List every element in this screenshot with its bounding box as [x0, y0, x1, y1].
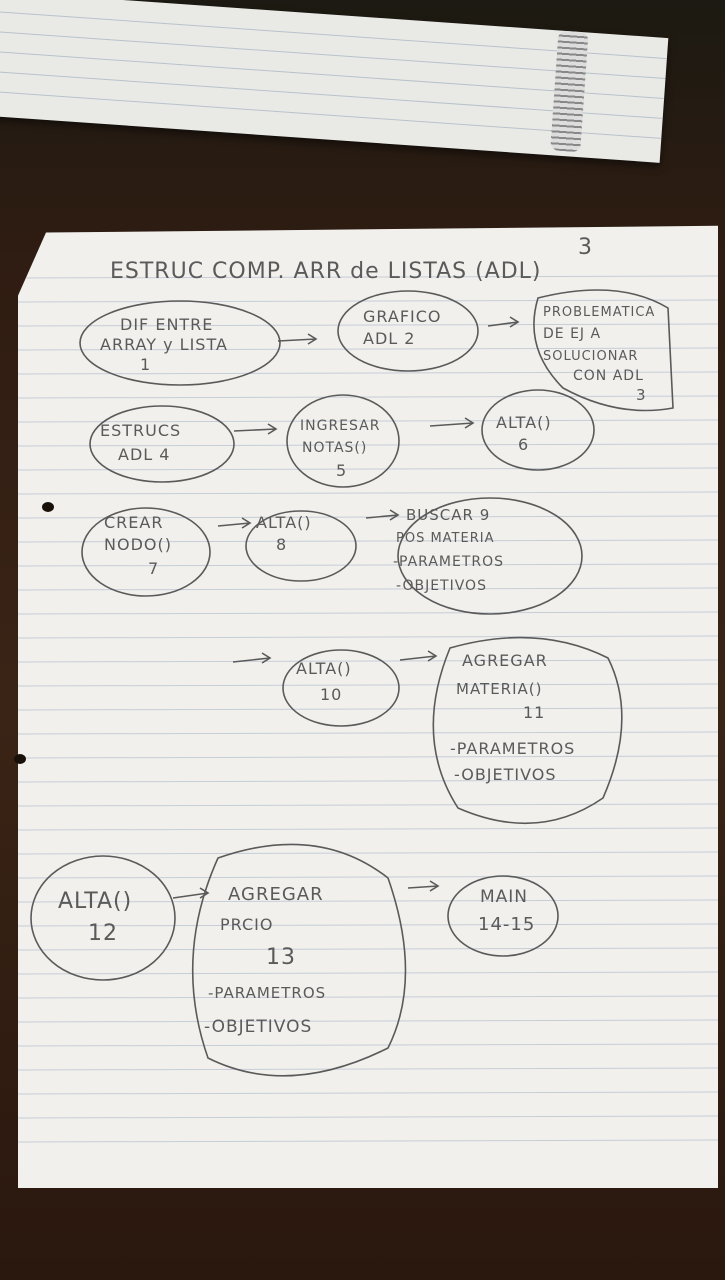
node-11-line-4: -PARAMETROS	[450, 739, 575, 758]
bubble-13	[191, 843, 407, 1077]
bubble-10	[282, 649, 400, 727]
node-6-line-2: 6	[518, 435, 529, 454]
bubble-3	[533, 289, 674, 412]
node-9-line-3: -PARAMETROS	[393, 554, 504, 570]
handwritten-mindmap: ESTRUC COMP. ARR de LISTAS (ADL) 3	[18, 235, 718, 1143]
node-8-line-1: ALTA()	[256, 513, 312, 532]
node-2-line-1: GRAFICO	[363, 307, 442, 326]
arrow-into-10	[232, 652, 272, 664]
node-7-line-3: 7	[148, 559, 159, 578]
node-5-line-1: INGRESAR	[300, 418, 380, 434]
arrow-7-8	[217, 517, 252, 529]
node-13-line-1: AGREGAR	[228, 884, 324, 905]
node-9-line-2: POS MATERIA	[396, 531, 494, 546]
node-13-line-5: -OBJETIVOS	[204, 1017, 312, 1037]
node-4-line-1: ESTRUCS	[100, 421, 181, 440]
punch-hole-lower	[14, 754, 26, 764]
arrow-4-5	[233, 423, 278, 435]
node-10-line-1: ALTA()	[296, 659, 352, 678]
node-12-line-2: 12	[88, 921, 118, 946]
node-7-line-1: CREAR	[104, 513, 163, 532]
node-3-line-3: SOLUCIONAR	[543, 349, 638, 364]
node-10-line-2: 10	[320, 685, 342, 704]
node-3-line-2: DE EJ A	[543, 326, 601, 342]
bubble-1	[79, 300, 281, 386]
node-1-line-2: ARRAY y LISTA	[100, 335, 228, 354]
notebook-spiral	[550, 30, 589, 153]
node-3-line-4: CON ADL	[573, 368, 644, 384]
bubble-11	[432, 636, 623, 825]
bubble-12	[30, 855, 176, 981]
node-6-line-1: ALTA()	[496, 413, 552, 432]
node-8-line-2: 8	[276, 535, 287, 554]
node-3-line-5: 3	[636, 386, 647, 404]
arrow-2-3	[487, 316, 520, 328]
node-3-line-1: PROBLEMATICA	[543, 305, 655, 320]
node-11-line-5: -OBJETIVOS	[454, 765, 557, 784]
node-texts: DIF ENTRE ARRAY y LISTA 1 GRAFICO ADL 2 …	[58, 305, 655, 1037]
node-9-line-1: BUSCAR 9	[406, 506, 490, 524]
node-14-line-2: 14-15	[478, 914, 535, 935]
arrow-5-6	[429, 417, 475, 429]
bubble-5	[286, 394, 400, 488]
node-12-line-1: ALTA()	[58, 889, 132, 914]
node-2-line-2: ADL 2	[363, 329, 415, 348]
arrow-8-9	[365, 509, 400, 521]
node-9-line-4: -OBJETIVOS	[396, 578, 487, 594]
node-5-line-2: NOTAS()	[302, 440, 367, 456]
bubble-2	[337, 290, 479, 372]
arrows	[172, 316, 520, 899]
page-title: ESTRUC COMP. ARR de LISTAS (ADL)	[110, 259, 542, 284]
page-number: 3	[578, 235, 593, 260]
bubble-4	[89, 405, 235, 483]
node-13-line-4: -PARAMETROS	[208, 984, 326, 1002]
arrow-13-14	[407, 880, 440, 892]
node-5-line-3: 5	[336, 461, 347, 480]
node-4-line-2: ADL 4	[118, 445, 170, 464]
node-1-line-1: DIF ENTRE	[120, 315, 213, 334]
bubble-7	[81, 507, 211, 597]
node-1-line-3: 1	[140, 355, 151, 374]
node-7-line-2: NODO()	[104, 535, 172, 554]
node-13-line-2: PRCIO	[220, 915, 273, 934]
arrow-10-11	[399, 650, 438, 662]
arrow-1-2	[277, 333, 318, 345]
bubble-8	[245, 510, 357, 582]
ruled-lines	[18, 275, 718, 1143]
punch-hole-upper	[42, 502, 54, 512]
bubbles	[30, 289, 674, 1077]
bubble-14	[447, 875, 559, 957]
arrow-12-13	[172, 887, 210, 899]
node-11-line-3: 11	[523, 703, 545, 722]
node-14-line-1: MAIN	[480, 887, 528, 907]
node-11-line-2: MATERIA()	[456, 680, 543, 698]
node-11-line-1: AGREGAR	[462, 651, 548, 670]
bubble-9	[397, 497, 583, 615]
node-13-line-3: 13	[266, 945, 296, 970]
bubble-6	[481, 389, 595, 471]
lined-paper-sheet: ESTRUC COMP. ARR de LISTAS (ADL) 3	[18, 225, 718, 1188]
